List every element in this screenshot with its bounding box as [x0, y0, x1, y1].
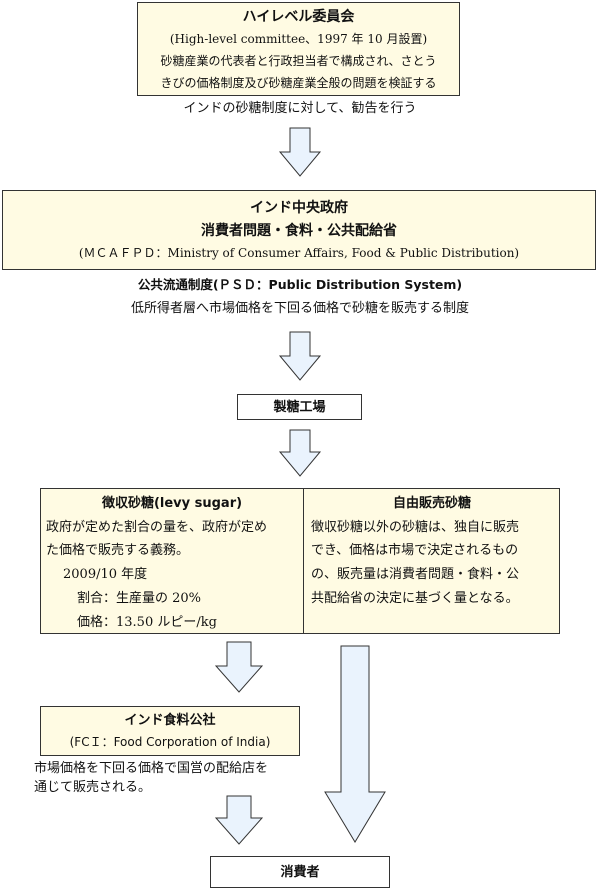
committee-desc-line1: 砂糖産業の代表者と行政担当者で構成され、さとう — [160, 54, 437, 68]
factory-box: 製糖工場 — [237, 394, 362, 420]
down-arrow-4 — [214, 641, 264, 693]
committee-title: ハイレベル委員会 — [242, 9, 355, 25]
levy-desc-line1: 政府が定めた割合の量を、政府が定め — [46, 520, 268, 535]
government-box: インド中央政府 消費者問題・食料・公共配給省 (ＭＣＡＦＰＤ：Ministry … — [2, 190, 596, 270]
fci-desc-line2: 通じて販売される。 — [34, 780, 152, 795]
free-desc-line4: 共配給省の決定に基づく量となる。 — [311, 591, 519, 606]
levy-desc-line2: た価格で販売する義務。 — [46, 543, 190, 558]
levy-price: 価格：13.50 ルピー/kg — [77, 615, 217, 630]
sugar-types-box: 徴収砂糖(levy sugar) 政府が定めた割合の量を、政府が定め た価格で販… — [40, 488, 560, 634]
column-divider — [303, 489, 304, 633]
ministry-name: 消費者問題・食料・公共配給省 — [201, 223, 397, 239]
consumer-box: 消費者 — [210, 856, 390, 888]
down-arrow-3 — [278, 429, 322, 477]
free-desc-line3: の、販売量は消費者問題・食料・公 — [311, 567, 520, 582]
fci-box: インド食料公社 (FCＩ：Food Corporation of India) — [40, 706, 300, 756]
fci-desc-line1: 市場価格を下回る価格で国営の配給店を — [34, 761, 269, 776]
long-down-arrow — [324, 645, 386, 843]
committee-box: ハイレベル委員会 (High-level committee、1997 年 10… — [137, 2, 460, 96]
down-arrow-2 — [278, 331, 322, 381]
committee-desc-line2: きびの価格制度及び砂糖産業全般の問題を検証する — [160, 76, 437, 90]
ministry-abbr: (ＭＣＡＦＰＤ：Ministry of Consumer Affairs, Fo… — [78, 246, 520, 260]
levy-ratio: 割合：生産量の 20% — [77, 591, 202, 606]
free-desc-line2: でき、価格は市場で決定されるもの — [311, 543, 519, 558]
government-title: インド中央政府 — [250, 200, 348, 216]
consumer-label: 消費者 — [280, 865, 320, 880]
levy-year: 2009/10 年度 — [63, 567, 148, 582]
committee-caption: インドの砂糖制度に対して、勧告を行う — [183, 101, 417, 116]
levy-title: 徴収砂糖(levy sugar) — [101, 496, 243, 511]
down-arrow-5 — [214, 795, 264, 845]
fci-abbr: (FCＩ：Food Corporation of India) — [69, 735, 271, 749]
committee-subtitle: (High-level committee、1997 年 10 月設置) — [169, 32, 428, 46]
factory-label: 製糖工場 — [273, 400, 326, 415]
free-desc-line1: 徴収砂糖以外の砂糖は、独自に販売 — [311, 520, 520, 535]
down-arrow-1 — [278, 127, 322, 177]
free-title: 自由販売砂糖 — [392, 496, 471, 511]
psd-title: 公共流通制度(ＰＳＤ：Public Distribution System) — [137, 277, 463, 292]
fci-title: インド食料公社 — [124, 713, 216, 728]
psd-description: 低所得者層へ市場価格を下回る価格で砂糖を販売する制度 — [130, 301, 469, 316]
